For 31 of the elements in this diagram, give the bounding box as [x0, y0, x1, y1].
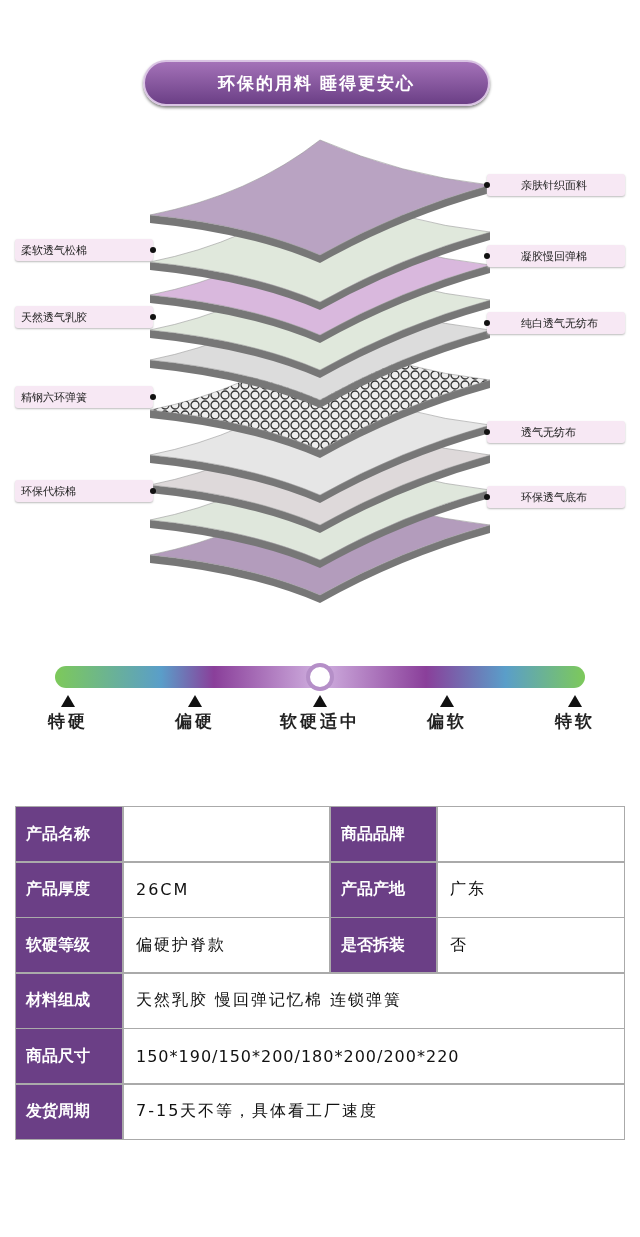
- table-header-cell: 商品尺寸: [15, 1028, 123, 1084]
- scale-label: 偏软: [427, 710, 467, 733]
- title-banner: 环保的用料 睡得更安心: [143, 60, 490, 106]
- callout-label: 环保透气底布: [487, 486, 625, 508]
- callout-label: 环保代棕棉: [15, 480, 153, 502]
- table-cell: 偏硬护脊款: [123, 917, 330, 973]
- table-header-cell: 是否拆装: [330, 917, 437, 973]
- scale-label: 软硬适中: [280, 710, 360, 733]
- callout-label: 亲肤针织面料: [487, 174, 625, 196]
- callout-label: 天然透气乳胶: [15, 306, 153, 328]
- callout-label: 透气无纺布: [487, 421, 625, 443]
- scale-label: 偏硬: [175, 710, 215, 733]
- table-cell: 广东: [437, 861, 625, 918]
- table-header-cell: 产品厚度: [15, 861, 123, 918]
- table-header-cell: 软硬等级: [15, 917, 123, 973]
- table-header-cell: 产品名称: [15, 806, 123, 862]
- table-header-cell: 材料组成: [15, 972, 123, 1029]
- callout-label: 精钢六环弹簧: [15, 386, 153, 408]
- scale-label: 特软: [555, 710, 595, 733]
- table-header-cell: 产品产地: [330, 861, 437, 918]
- table-cell: 26CM: [123, 861, 330, 918]
- callout-label: 柔软透气松棉: [15, 239, 153, 261]
- table-header-cell: 商品品牌: [330, 806, 437, 862]
- table-cell: 7-15天不等，具体看工厂速度: [123, 1083, 625, 1140]
- table-cell: 否: [437, 917, 625, 973]
- table-header-cell: 发货周期: [15, 1083, 123, 1140]
- table-cell: 天然乳胶 慢回弹记忆棉 连锁弹簧: [123, 972, 625, 1029]
- table-cell: 150*190/150*200/180*200/200*220: [123, 1028, 625, 1084]
- scale-label: 特硬: [48, 710, 88, 733]
- callout-label: 纯白透气无纺布: [487, 312, 625, 334]
- callout-label: 凝胶慢回弹棉: [487, 245, 625, 267]
